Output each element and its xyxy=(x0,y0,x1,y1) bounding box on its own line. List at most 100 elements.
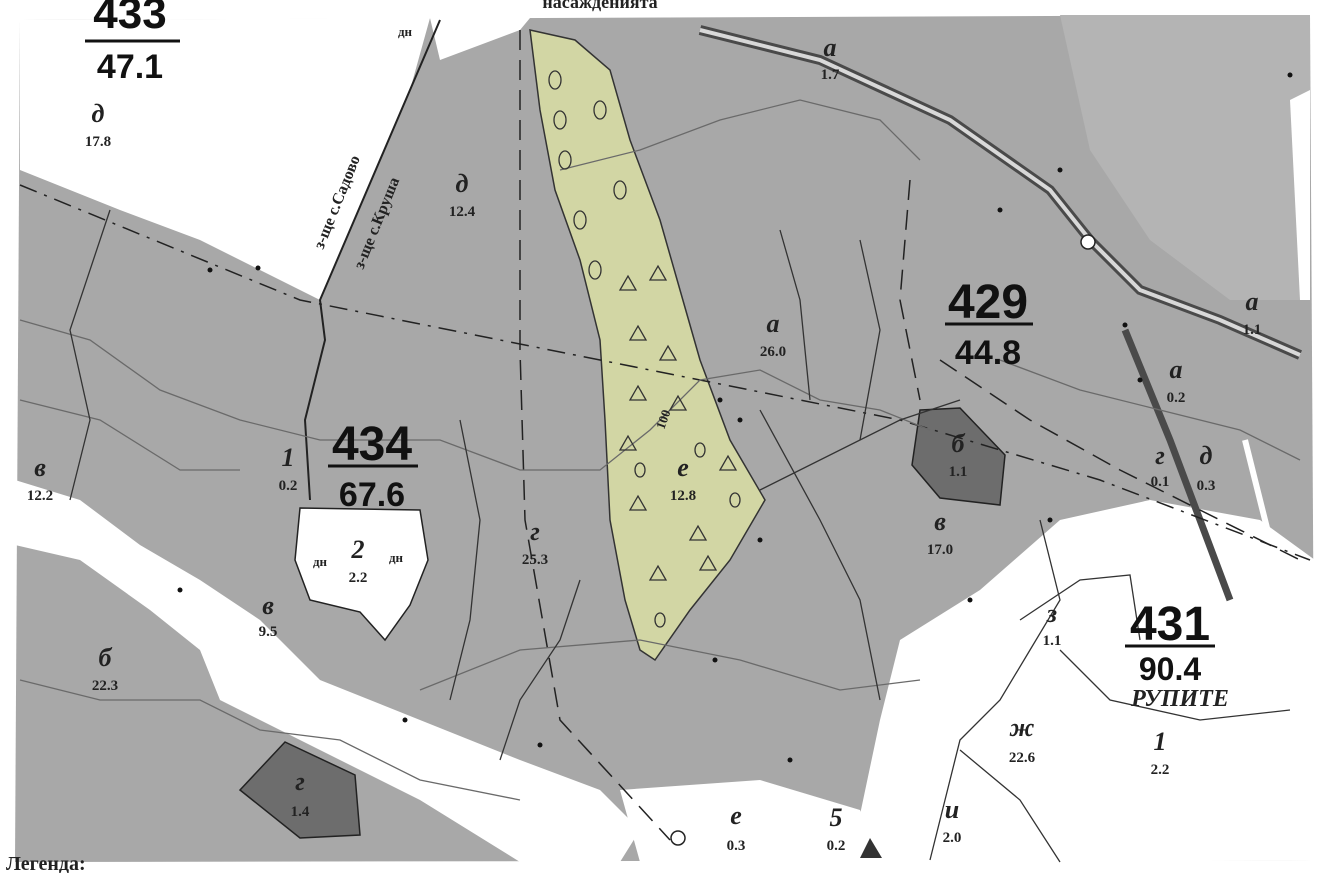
dn-label-top: дн xyxy=(398,24,413,39)
boundary-line-dash-2 xyxy=(519,30,671,841)
svg-text:0.1: 0.1 xyxy=(1151,474,1170,490)
svg-text:1.1: 1.1 xyxy=(949,464,968,480)
subcompartment-d-0-3: д 0.3 xyxy=(1197,441,1216,494)
road-right-double xyxy=(1242,439,1303,641)
svg-text:22.6: 22.6 xyxy=(1009,750,1036,766)
compartment-lines xyxy=(69,209,1291,863)
svg-text:а: а xyxy=(1170,355,1183,384)
subcompartment-d-12-4: д 12.4 xyxy=(449,169,476,220)
svg-text:а: а xyxy=(767,309,780,338)
svg-text:9.5: 9.5 xyxy=(259,624,278,640)
boundary-line xyxy=(303,19,441,501)
subcompartment-a-1-7: а 1.7 xyxy=(821,33,840,83)
svg-text:2.0: 2.0 xyxy=(943,830,962,846)
subcompartment-v-12-2: в 12.2 xyxy=(27,453,53,504)
svg-text:1.1: 1.1 xyxy=(1243,322,1262,338)
boundary-dots xyxy=(177,72,1293,763)
svg-text:з: з xyxy=(1046,599,1057,628)
compartment-433-area: 47.1 xyxy=(97,48,163,86)
svg-text:г: г xyxy=(530,517,540,546)
compartment-433-number: 433 xyxy=(93,0,166,38)
road-top-right-inner xyxy=(699,28,1301,357)
open-land-top-left xyxy=(20,18,430,300)
subcompartment-a-0-2: а 0.2 xyxy=(1167,355,1186,406)
svg-text:в: в xyxy=(262,591,274,620)
svg-text:22.3: 22.3 xyxy=(92,678,118,694)
open-land-431 xyxy=(850,500,1315,862)
svg-text:25.3: 25.3 xyxy=(522,552,548,568)
svg-text:2.2: 2.2 xyxy=(349,570,368,586)
dark-patch-1-1 xyxy=(911,407,1006,506)
svg-text:и: и xyxy=(945,795,959,824)
svg-text:0.2: 0.2 xyxy=(827,838,846,854)
svg-text:д: д xyxy=(92,99,105,128)
svg-text:12.2: 12.2 xyxy=(27,488,53,504)
subcompartment-i-2-0: и 2.0 xyxy=(943,795,962,846)
compartment-434-area: 67.6 xyxy=(339,476,405,514)
subcompartment-v-9-5: в 9.5 xyxy=(259,591,278,640)
svg-text:д: д xyxy=(456,169,469,198)
svg-text:д: д xyxy=(1200,441,1213,470)
svg-text:0.3: 0.3 xyxy=(1197,478,1216,494)
boundary-line-dash-1 xyxy=(19,184,1311,561)
place-name-rupite: РУПИТЕ xyxy=(1130,686,1229,712)
contour-label-100: 100 xyxy=(653,408,674,431)
subcompartment-g-25-3: г 25.3 xyxy=(522,517,548,568)
svg-text:б: б xyxy=(99,643,113,672)
road-node-bottom xyxy=(670,830,686,846)
legend-title: Легенда: xyxy=(6,853,86,873)
compartment-429-number: 429 xyxy=(948,276,1028,329)
open-land-top-right-strip xyxy=(1290,90,1310,300)
subcompartment-zh-22-6: ж 22.6 xyxy=(1009,713,1036,766)
svg-text:0.3: 0.3 xyxy=(727,838,746,854)
subcompartment-2-2-2: 2 2.2 дн дн xyxy=(313,535,404,586)
open-land-top-right xyxy=(1060,15,1310,300)
open-land-lower-left xyxy=(15,480,640,862)
svg-text:а: а xyxy=(824,33,837,62)
header-fragment: насажденията xyxy=(542,0,657,12)
svg-text:е: е xyxy=(730,801,742,830)
svg-text:в: в xyxy=(934,507,946,536)
svg-text:1: 1 xyxy=(282,443,295,472)
svg-text:1: 1 xyxy=(1154,727,1167,756)
svg-text:г: г xyxy=(295,767,305,796)
subcompartment-b-1-1: б 1.1 xyxy=(949,429,968,480)
svg-text:ж: ж xyxy=(1009,713,1035,742)
subcompartment-d-17-8: д 17.8 xyxy=(85,99,111,150)
subcompartment-a-26-0: а 26.0 xyxy=(760,309,786,360)
subcompartment-g-1-4: г 1.4 xyxy=(291,767,310,820)
svg-text:0.2: 0.2 xyxy=(279,478,298,494)
subcompartment-g-0-1: г 0.1 xyxy=(1151,441,1170,490)
subcompartment-1-2-2: 1 2.2 xyxy=(1151,727,1170,778)
compartment-431-area: 90.4 xyxy=(1139,651,1201,687)
boundary-line-dash-4 xyxy=(899,179,921,401)
subcompartment-b-22-3: б 22.3 xyxy=(92,643,118,694)
svg-text:дн: дн xyxy=(313,554,328,569)
subcompartment-5-0-2: 5 0.2 xyxy=(827,803,846,854)
svg-text:1.1: 1.1 xyxy=(1043,633,1062,649)
svg-text:2: 2 xyxy=(351,535,365,564)
svg-text:26.0: 26.0 xyxy=(760,344,786,360)
subcompartment-e-0-3: е 0.3 xyxy=(727,801,746,854)
subcompartment-v-17-0: в 17.0 xyxy=(927,507,953,558)
svg-text:2.2: 2.2 xyxy=(1151,762,1170,778)
subcompartment-a-1-1: а 1.1 xyxy=(1243,287,1262,338)
subcompartment-z-1-1: з 1.1 xyxy=(1043,599,1062,649)
plantation-symbols xyxy=(548,70,741,628)
svg-text:12.4: 12.4 xyxy=(449,204,476,220)
open-land-bottom-center xyxy=(620,780,880,862)
svg-text:17.8: 17.8 xyxy=(85,134,111,150)
svg-text:5: 5 xyxy=(830,803,843,832)
dark-patch-1-4 xyxy=(238,741,361,839)
svg-text:г: г xyxy=(1155,441,1165,470)
compartment-431-number: 431 xyxy=(1130,598,1210,651)
plantation-green-strip xyxy=(529,29,766,662)
open-land-subparcel-2 xyxy=(294,507,429,642)
road-diagonal-right xyxy=(1121,328,1234,602)
triangle-marker xyxy=(860,838,882,858)
open-land-top-mid xyxy=(430,18,530,60)
svg-text:17.0: 17.0 xyxy=(927,542,953,558)
compartment-429-area: 44.8 xyxy=(955,334,1021,372)
